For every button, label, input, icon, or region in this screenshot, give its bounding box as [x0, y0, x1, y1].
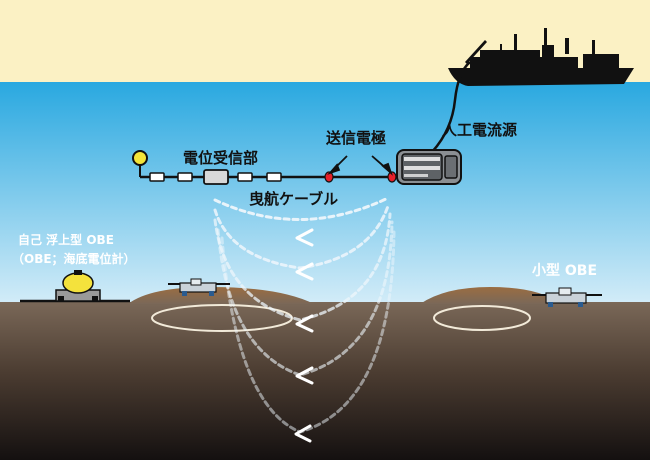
label-small-obe: 小型 OBE [532, 262, 597, 279]
seafloor-mound-right [420, 287, 560, 304]
label-obe-title: 自己 浮上型 OBE [18, 232, 114, 247]
electrode-icon [324, 171, 334, 183]
receiver-main-unit [203, 169, 229, 185]
receiver-unit [177, 172, 193, 182]
receiver-unit [149, 172, 165, 182]
label-receiver: 電位受信部 [183, 149, 258, 167]
electrode-pointer [327, 155, 393, 176]
small-obe-icon [168, 278, 230, 296]
label-obe-subtitle: （OBE；海底電位計） [12, 251, 136, 266]
obe-icon [20, 270, 130, 303]
ship-icon [448, 28, 634, 86]
receiver-unit [237, 172, 253, 182]
label-power-source: 人工電流源 [442, 121, 517, 139]
receiver-unit [266, 172, 282, 182]
current-source-icon [396, 149, 462, 185]
seafloor-mound-left [128, 287, 314, 304]
label-transmitter: 送信電極 [325, 129, 386, 147]
small-obe-icon [532, 287, 602, 307]
buoy-icon [132, 150, 148, 177]
tow-line [431, 61, 471, 153]
sea [0, 82, 650, 304]
label-cable: 曳航ケーブル [249, 190, 338, 208]
footprint-ellipse-right [433, 305, 531, 331]
seafloor [0, 302, 650, 460]
arrow-chevrons [294, 228, 314, 443]
